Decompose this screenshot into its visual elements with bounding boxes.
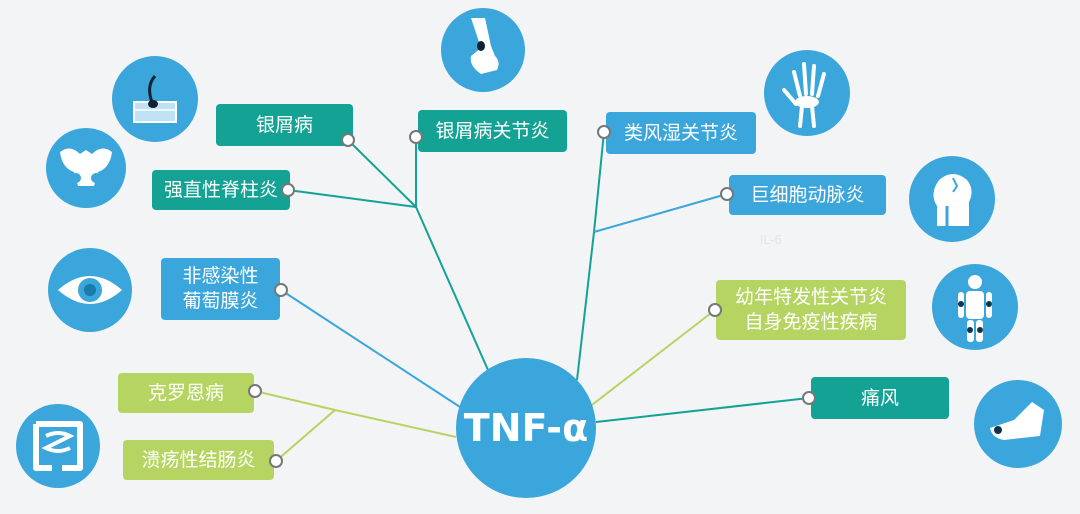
connector-crohns bbox=[254, 390, 336, 411]
faint-label: IL-6 bbox=[760, 233, 782, 247]
label-text: 克罗恩病 bbox=[147, 381, 224, 404]
pelvis-icon bbox=[46, 128, 126, 208]
label-text-line2: 自身免疫性疾病 bbox=[744, 311, 878, 333]
dot-uveitis bbox=[274, 283, 288, 297]
label-psoriatic-arthritis[interactable]: 银屑病关节炎 bbox=[418, 110, 567, 152]
body-joints-icon bbox=[932, 264, 1018, 350]
label-text-line1: 非感染性 bbox=[182, 265, 259, 287]
dot-gout bbox=[802, 391, 816, 405]
label-text-line1: 幼年特发性关节炎 bbox=[734, 286, 887, 308]
dot-ulcerative-colitis bbox=[269, 454, 283, 468]
dot-crohns bbox=[248, 384, 262, 398]
label-ankylosing-spondylitis[interactable]: 强直性脊柱炎 bbox=[152, 170, 290, 210]
dot-giant-cell-arteritis bbox=[720, 187, 734, 201]
connector-right-trunk bbox=[576, 231, 595, 381]
label-uveitis[interactable]: 非感染性 葡萄膜炎 bbox=[161, 258, 280, 320]
eye-icon bbox=[48, 248, 132, 332]
connector-as bbox=[287, 189, 417, 208]
dot-psoriasis bbox=[341, 133, 355, 147]
connector-jia bbox=[587, 309, 716, 409]
connector-uveitis bbox=[280, 289, 461, 408]
connector-gca bbox=[593, 193, 728, 233]
connector-left-trunk bbox=[415, 206, 489, 371]
label-text: 巨细胞动脉炎 bbox=[750, 183, 865, 206]
foot-icon bbox=[974, 380, 1062, 468]
label-text: 痛风 bbox=[860, 386, 899, 409]
dot-psoriatic-arthritis bbox=[409, 130, 423, 144]
label-ulcerative-colitis[interactable]: 溃疡性结肠炎 bbox=[123, 440, 274, 480]
label-text: 类风湿关节炎 bbox=[623, 121, 738, 144]
connector-ra bbox=[593, 131, 605, 233]
dot-ankylosing-spondylitis bbox=[281, 183, 295, 197]
label-jia[interactable]: 幼年特发性关节炎 自身免疫性疾病 bbox=[716, 280, 906, 340]
dot-rheumatoid-arthritis bbox=[597, 125, 611, 139]
center-hub: TNF-α bbox=[456, 358, 596, 498]
label-text: 强直性脊柱炎 bbox=[163, 178, 278, 201]
hand-icon bbox=[441, 8, 525, 92]
label-crohns[interactable]: 克罗恩病 bbox=[118, 373, 254, 413]
skin-icon bbox=[112, 56, 198, 142]
label-rheumatoid-arthritis[interactable]: 类风湿关节炎 bbox=[606, 112, 756, 154]
wrist-bones-icon bbox=[764, 50, 850, 136]
center-label: TNF-α bbox=[463, 406, 589, 450]
label-psoriasis[interactable]: 银屑病 bbox=[216, 104, 353, 146]
label-text: 溃疡性结肠炎 bbox=[141, 448, 256, 471]
label-giant-cell-arteritis[interactable]: 巨细胞动脉炎 bbox=[729, 175, 886, 215]
connector-gi-trunk bbox=[334, 409, 457, 438]
label-text: 银屑病 bbox=[255, 113, 313, 136]
connector-psoriasis bbox=[347, 139, 417, 208]
head-artery-icon bbox=[909, 156, 995, 242]
connector-uc bbox=[275, 409, 336, 462]
label-text: 银屑病关节炎 bbox=[435, 119, 550, 142]
dot-jia bbox=[708, 303, 722, 317]
connector-gout bbox=[595, 397, 810, 423]
intestine-icon bbox=[16, 404, 100, 488]
label-text-line2: 葡萄膜炎 bbox=[182, 290, 259, 312]
label-gout[interactable]: 痛风 bbox=[811, 377, 949, 419]
